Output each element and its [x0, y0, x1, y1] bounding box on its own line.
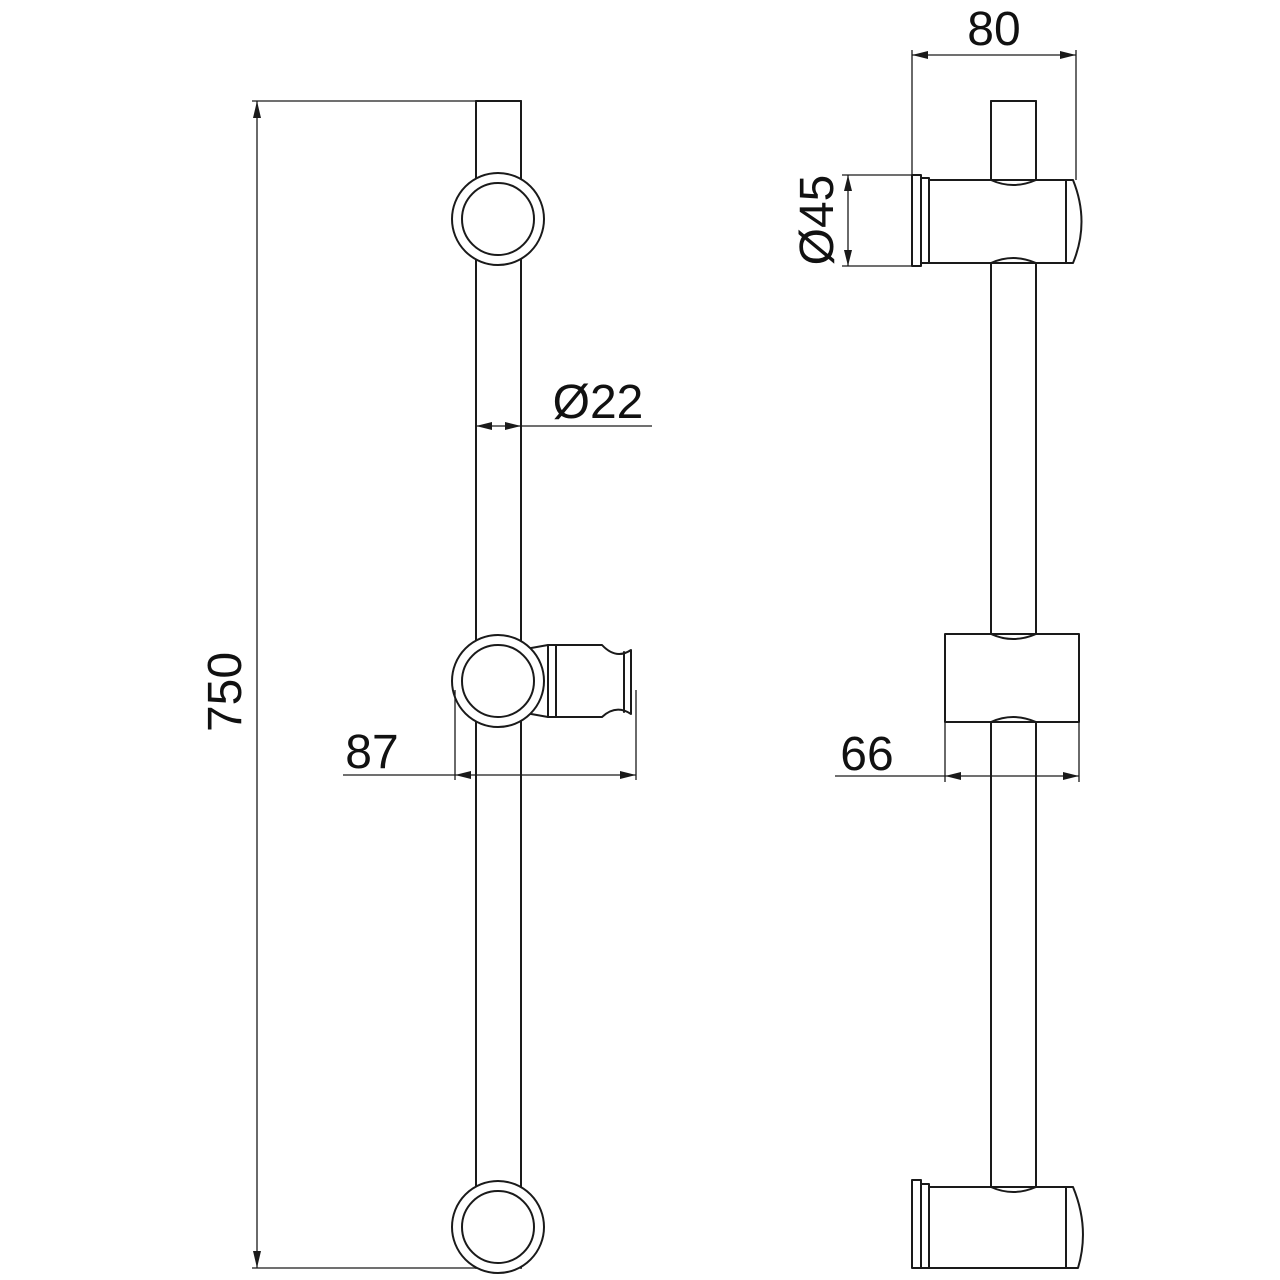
side-bottom-bracket [911, 1179, 1084, 1269]
dim-bracket-diameter-label: Ø45 [791, 175, 844, 266]
dim-height-label: 750 [199, 652, 252, 732]
dim-depth-label: 80 [967, 3, 1020, 56]
side-view: 80 Ø45 66 [791, 3, 1084, 1269]
front-bottom-bracket [451, 1180, 545, 1274]
dim-rail-diameter: Ø22 [476, 376, 652, 430]
front-view: 750 Ø22 87 [199, 100, 652, 1274]
side-slider-block [944, 633, 1080, 723]
dim-height: 750 [199, 100, 476, 1269]
front-top-bracket [451, 172, 545, 266]
dim-slider-depth-label: 66 [840, 728, 893, 781]
front-slider-holder [451, 634, 632, 728]
side-top-bracket [911, 174, 1083, 267]
dim-projection-label: 87 [345, 726, 398, 779]
dim-projection: 87 [343, 690, 637, 780]
dim-bracket-diameter: Ø45 [791, 174, 912, 267]
dim-depth: 80 [911, 3, 1077, 180]
dim-rail-diameter-label: Ø22 [553, 376, 644, 429]
dim-slider-depth: 66 [835, 722, 1080, 782]
